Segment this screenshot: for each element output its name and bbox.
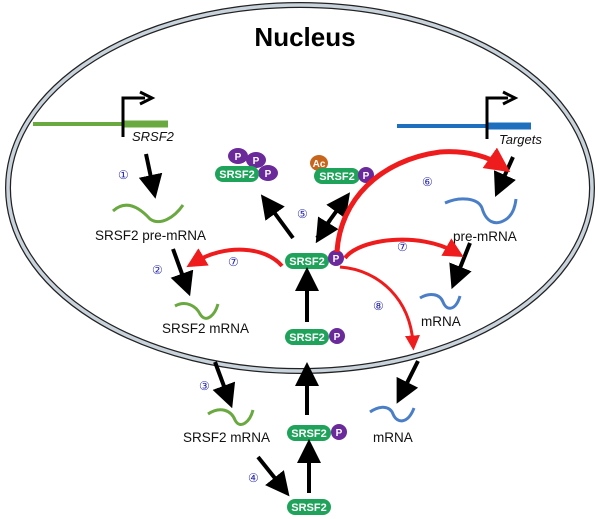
target-pre-mrna-label: pre-mRNA — [453, 229, 517, 244]
phospho-icon — [329, 328, 345, 344]
arrow-regulation-target-transcription — [334, 147, 511, 253]
srsf2-protein — [285, 253, 329, 269]
srsf2-gene-label: SRSF2 — [132, 129, 175, 144]
srsf2-pre-mrna-icon — [111, 203, 185, 224]
srsf2-gene: SRSF2 — [33, 90, 175, 144]
svg-text:SRSF2: SRSF2 — [291, 502, 326, 514]
phospho-icon — [246, 152, 266, 168]
svg-text:P: P — [334, 332, 341, 343]
svg-text:SRSF2: SRSF2 — [319, 171, 354, 183]
step-6: ⑥ — [422, 175, 433, 189]
step-7-right: ⑦ — [397, 240, 408, 254]
target-mrna-cytoplasm-icon — [369, 405, 416, 423]
acetyl-icon — [310, 155, 328, 171]
svg-text:SRSF2: SRSF2 — [289, 256, 324, 268]
arrow-regulation-target-splicing — [343, 237, 464, 260]
phospho-icon — [328, 250, 344, 266]
svg-text:SRSF2: SRSF2 — [289, 332, 324, 344]
svg-text:SRSF2: SRSF2 — [219, 169, 254, 181]
svg-text:P: P — [235, 152, 242, 163]
srsf2-phosphorylated-nuclear: SRSF2 P — [285, 328, 345, 345]
arrow-to-hyperphosphorylated — [260, 194, 295, 240]
srsf2-phosphorylated-central: SRSF2 P — [285, 250, 344, 269]
target-promoter-arrow-icon — [485, 96, 508, 139]
target-gene-label: Targets — [499, 132, 542, 147]
srsf2-protein — [285, 329, 329, 345]
svg-text:P: P — [336, 428, 343, 439]
srsf2-mrna-cytoplasm-label: SRSF2 mRNA — [183, 430, 270, 445]
svg-text:P: P — [363, 171, 370, 182]
step-4: ④ — [248, 471, 259, 485]
target-mrna-nuclear-label: mRNA — [421, 314, 461, 329]
srsf2-pre-mrna-label: SRSF2 pre-mRNA — [95, 228, 206, 243]
srsf2-mrna-icon — [174, 302, 220, 320]
arrow-autoregulation-srsf2-splicing — [186, 247, 284, 268]
arrow-transcription-targets — [493, 156, 516, 197]
arrow-splicing-targets — [449, 242, 472, 290]
step-3: ③ — [199, 379, 210, 393]
svg-text:P: P — [253, 156, 260, 167]
arrow-splicing-srsf2 — [170, 248, 194, 297]
srsf2-protein — [287, 425, 331, 441]
srsf2-protein — [314, 168, 360, 184]
svg-text:SRSF2: SRSF2 — [291, 428, 326, 440]
phospho-icon — [358, 167, 374, 183]
arrow-export-target-mrna — [396, 360, 420, 404]
step-2: ② — [152, 263, 163, 277]
phospho-icon — [331, 424, 347, 440]
nuclear-membrane — [5, 2, 595, 374]
srsf2-protein — [287, 499, 331, 515]
arrow-regulation-target-export — [339, 265, 420, 351]
arrow-export-srsf2-mrna — [212, 361, 236, 409]
target-mrna-cytoplasm-label: mRNA — [373, 430, 413, 445]
svg-text:Ac: Ac — [313, 159, 326, 170]
step-8: ⑧ — [373, 299, 384, 313]
svg-text:P: P — [265, 169, 272, 180]
arrow-translation — [256, 455, 290, 497]
target-mrna-icon — [419, 293, 462, 310]
phospho-icon — [258, 165, 278, 181]
step-7-left: ⑦ — [228, 255, 239, 269]
nucleus-title: Nucleus — [254, 22, 355, 52]
step-5: ⑤ — [297, 207, 308, 221]
arrow-transcription-srsf2 — [138, 153, 163, 199]
srsf2-acetylated: Ac SRSF2 P — [310, 155, 374, 184]
target-gene: Targets — [397, 90, 542, 147]
srsf2-protein — [215, 166, 259, 182]
srsf2-mrna-nuclear-label: SRSF2 mRNA — [162, 321, 249, 336]
target-pre-mrna-icon — [444, 197, 518, 225]
srsf2-phosphorylated-cytoplasm: SRSF2 P — [287, 424, 347, 441]
srsf2-promoter-arrow-icon — [121, 96, 145, 137]
srsf2-mrna-cytoplasm-icon — [207, 408, 255, 426]
srsf2-unmodified: SRSF2 — [287, 499, 331, 515]
svg-text:P: P — [333, 254, 340, 265]
phospho-icon — [228, 148, 248, 164]
srsf2-hyperphosphorylated: P P P SRSF2 — [215, 148, 278, 182]
step-1: ① — [118, 168, 129, 182]
